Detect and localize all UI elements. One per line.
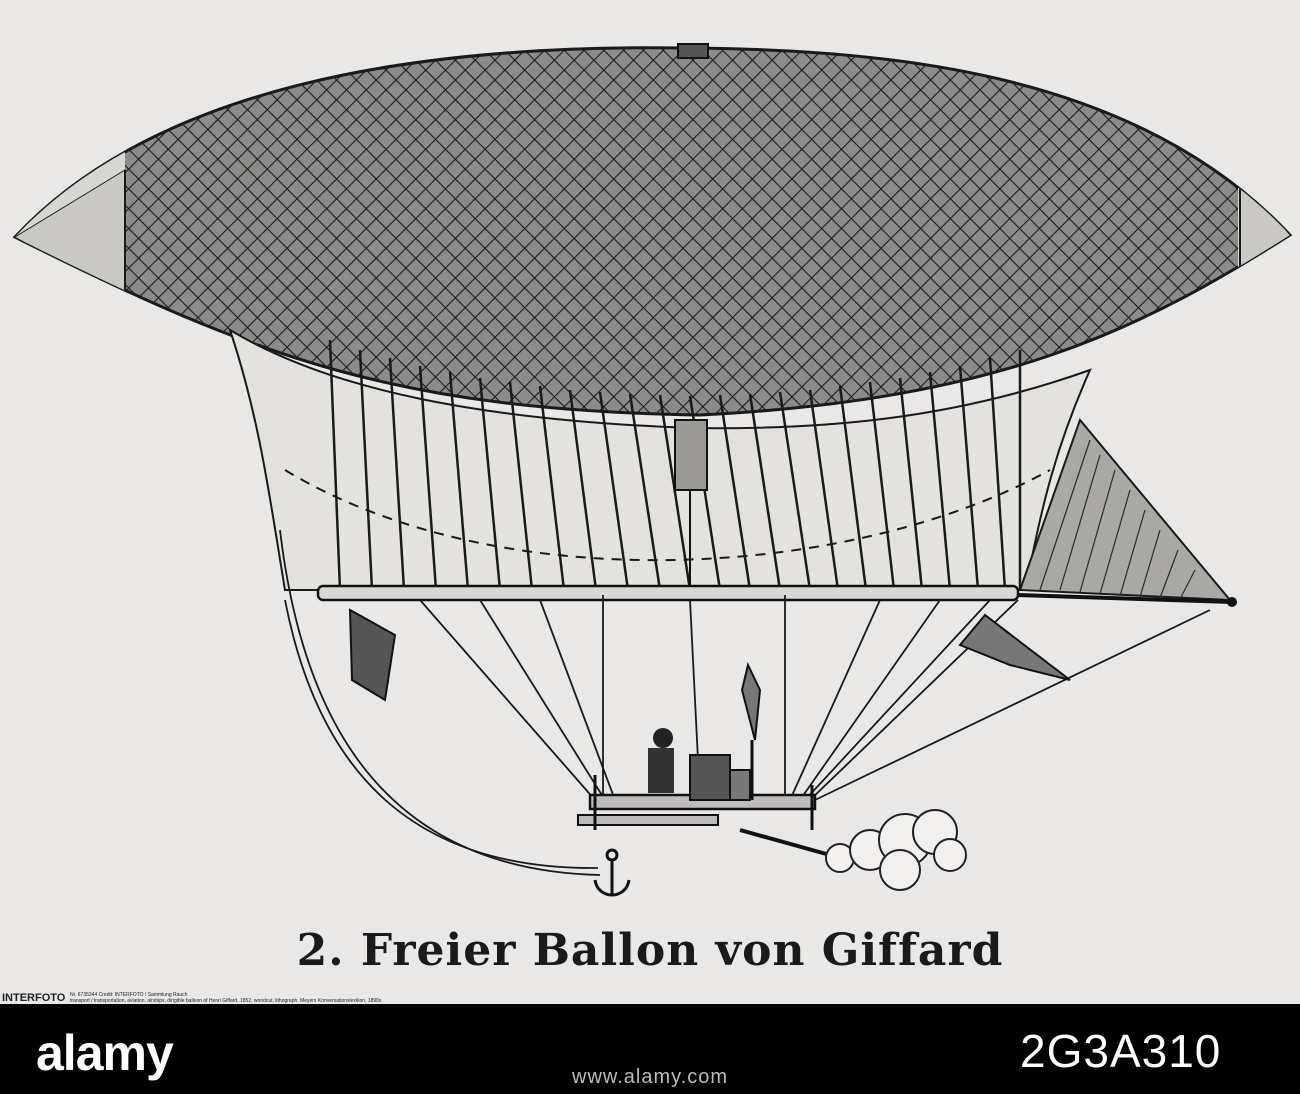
watermark-strip: INTERFOTO Nr. 6735344 Credit: INTERFOTO … — [0, 992, 1300, 1006]
rudder-sail — [1018, 418, 1233, 602]
flags — [348, 608, 1071, 702]
suspension-skirt — [228, 327, 1092, 591]
steam-cloud — [739, 809, 967, 891]
image-id: 2G3A310 — [1020, 1025, 1222, 1077]
balloon-envelope — [12, 43, 1293, 417]
watermark-description: transport / transportation, aviation, ai… — [70, 998, 382, 1004]
alamy-logo: alamy — [36, 1025, 174, 1081]
caption: 2. Freier Ballon von Giffard — [296, 925, 1004, 976]
anchor — [593, 848, 631, 897]
gondola — [577, 662, 817, 830]
footer-url: www.alamy.com — [572, 1066, 728, 1088]
giffard-airship-drawing — [12, 43, 1293, 897]
engraving-illustration: 2. Freier Ballon von Giffard INTERFOTO N… — [0, 0, 1300, 1004]
keel-pole — [316, 584, 1237, 607]
watermark-credit: Nr. 6735344 Credit: INTERFOTO / Sammlung… — [70, 992, 188, 998]
stock-footer: alamy 2G3A310 www.alamy.com — [0, 1004, 1300, 1094]
watermark-logo: INTERFOTO — [2, 992, 66, 1004]
